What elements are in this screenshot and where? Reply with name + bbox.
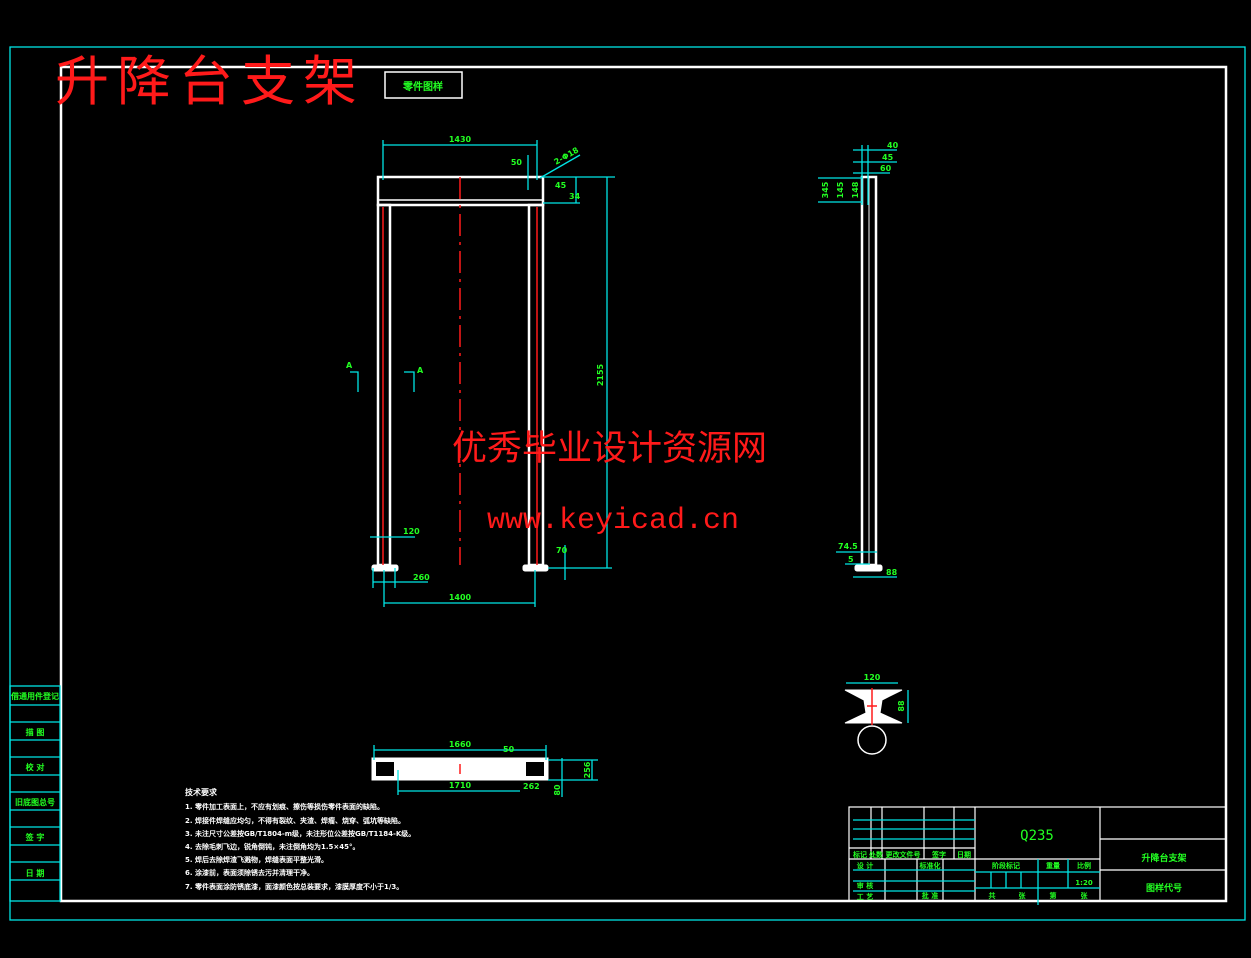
dim-section-height: 88 — [897, 700, 906, 712]
side-view: 40 45 60 345 145 148 74.5 5 88 — [818, 141, 899, 578]
sheets-unit: 张 — [1019, 891, 1027, 900]
sheet-number: 第 — [1050, 891, 1057, 900]
title-block-cyan — [853, 819, 1100, 905]
sheets-total: 共 — [989, 891, 996, 900]
side-panel-label: 校 对 — [26, 762, 45, 772]
title-stamp: 零件图样 — [402, 80, 443, 93]
dim-front-foot: 70 — [556, 546, 568, 555]
dim-front-width-bottom: 1400 — [449, 593, 472, 602]
top-view: 1660 50 1710 262 256 80 — [371, 740, 598, 797]
dim-front-width-top: 1430 — [449, 135, 472, 144]
dim-side-c: 60 — [880, 164, 892, 173]
side-panel-label: 旧底图总号 — [15, 797, 55, 807]
tech-item: 3. 未注尺寸公差按GB/T1804-m级，未注形位公差按GB/T1184-K级… — [185, 829, 415, 838]
weight-label: 重量 — [1046, 861, 1060, 870]
dim-top-view-f: 80 — [553, 784, 562, 796]
header-mark: 标记 — [852, 850, 867, 859]
checker-label: 审 核 — [857, 881, 873, 890]
header-date: 日期 — [957, 850, 971, 859]
watermark-cn: 优秀毕业设计资源网 — [452, 429, 767, 469]
dim-top-view-b: 1710 — [449, 781, 472, 790]
dim-front-top-small: 50 — [511, 158, 523, 167]
dim-side-bottom-a: 74.5 — [838, 542, 858, 551]
dim-top-view-e: 256 — [583, 761, 592, 778]
tech-item: 5. 焊后去除焊渣飞溅物，焊缝表面平整光滑。 — [185, 855, 328, 864]
process-label: 工 艺 — [857, 892, 873, 901]
side-panel: 借通用件登记 描 图 校 对 旧底图总号 签 字 日 期 — [9, 685, 61, 902]
watermark-url: www.keyicad.cn — [487, 504, 739, 538]
section-mark-left: A — [346, 361, 353, 370]
designer-label: 设 计 — [857, 861, 873, 870]
stage-mark-label: 阶段标记 — [992, 861, 1020, 870]
dim-side-bottom-c: 88 — [886, 568, 898, 577]
side-panel-label: 签 字 — [25, 832, 45, 842]
side-panel-label: 借通用件登记 — [10, 691, 59, 701]
tech-item: 4. 去除毛刺飞边，锐角倒钝，未注倒角均为1.5×45°。 — [185, 842, 359, 851]
section-mark-right: A — [417, 366, 424, 375]
approve-label: 批 准 — [922, 891, 938, 900]
dim-side-d: 345 — [821, 181, 830, 198]
part-name: 升降台支架 — [1141, 852, 1186, 864]
dim-front-leg-a: 120 — [403, 527, 420, 536]
standardization-label: 标准化 — [919, 861, 941, 870]
sheet-unit: 张 — [1081, 891, 1089, 900]
tech-item: 1. 零件加工表面上，不应有划痕、擦伤等损伤零件表面的缺陷。 — [185, 802, 384, 811]
dim-top-view-a: 1660 — [449, 740, 472, 749]
dim-side-f: 148 — [851, 181, 860, 198]
side-panel-label: 描 图 — [26, 727, 45, 737]
dim-side-b: 45 — [882, 153, 894, 162]
scale-label: 比例 — [1077, 861, 1091, 870]
tech-requirements: 技术要求 1. 零件加工表面上，不应有划痕、擦伤等损伤零件表面的缺陷。 2. 焊… — [185, 787, 415, 891]
dim-front-top-right-a: 45 — [555, 181, 567, 190]
dim-front-height: 2155 — [596, 363, 605, 386]
header-sign: 签字 — [931, 850, 946, 859]
dim-side-bottom-b: 5 — [848, 555, 854, 564]
dim-section-width: 120 — [864, 673, 881, 682]
dim-front-leg-b: 260 — [413, 573, 430, 582]
title-block-text: 标记 处数 更改文件号 签字 日期 设 计 标准化 审 核 工 艺 批 准 阶段… — [852, 828, 1187, 901]
tech-item: 6. 涂漆前，表面须除锈去污并清理干净。 — [185, 868, 314, 877]
header-change-doc: 更改文件号 — [886, 850, 921, 859]
dim-top-view-c: 50 — [503, 745, 515, 754]
scale-value: 1:20 — [1075, 879, 1093, 887]
side-panel-label: 日 期 — [26, 868, 45, 878]
dim-front-chamfer: 2-Φ18 — [553, 145, 581, 166]
tech-heading: 技术要求 — [185, 787, 218, 797]
header-count: 处数 — [868, 850, 884, 859]
tech-item: 2. 焊接件焊缝应均匀，不得有裂纹、夹渣、焊瘤、烧穿、弧坑等缺陷。 — [185, 816, 405, 825]
tech-item: 7. 零件表面涂防锈底漆，面漆颜色按总装要求，漆膜厚度不小于1/3。 — [185, 882, 403, 891]
dim-side-e: 145 — [836, 181, 845, 198]
dim-front-top-right-b: 34 — [569, 192, 581, 201]
drawing-number: 图样代号 — [1146, 882, 1182, 894]
material: Q235 — [1020, 828, 1054, 844]
front-view: 1430 50 2-Φ18 45 34 2155 120 260 70 1400… — [346, 135, 615, 607]
dim-side-a: 40 — [887, 141, 899, 150]
drawing-title: 升降台支架 — [55, 50, 365, 113]
outer-border — [9, 46, 1246, 921]
title-stamp-box — [384, 71, 463, 99]
section-view: 120 88 — [844, 673, 909, 755]
inner-frame — [59, 65, 1228, 903]
dim-top-view-d: 262 — [523, 782, 540, 791]
